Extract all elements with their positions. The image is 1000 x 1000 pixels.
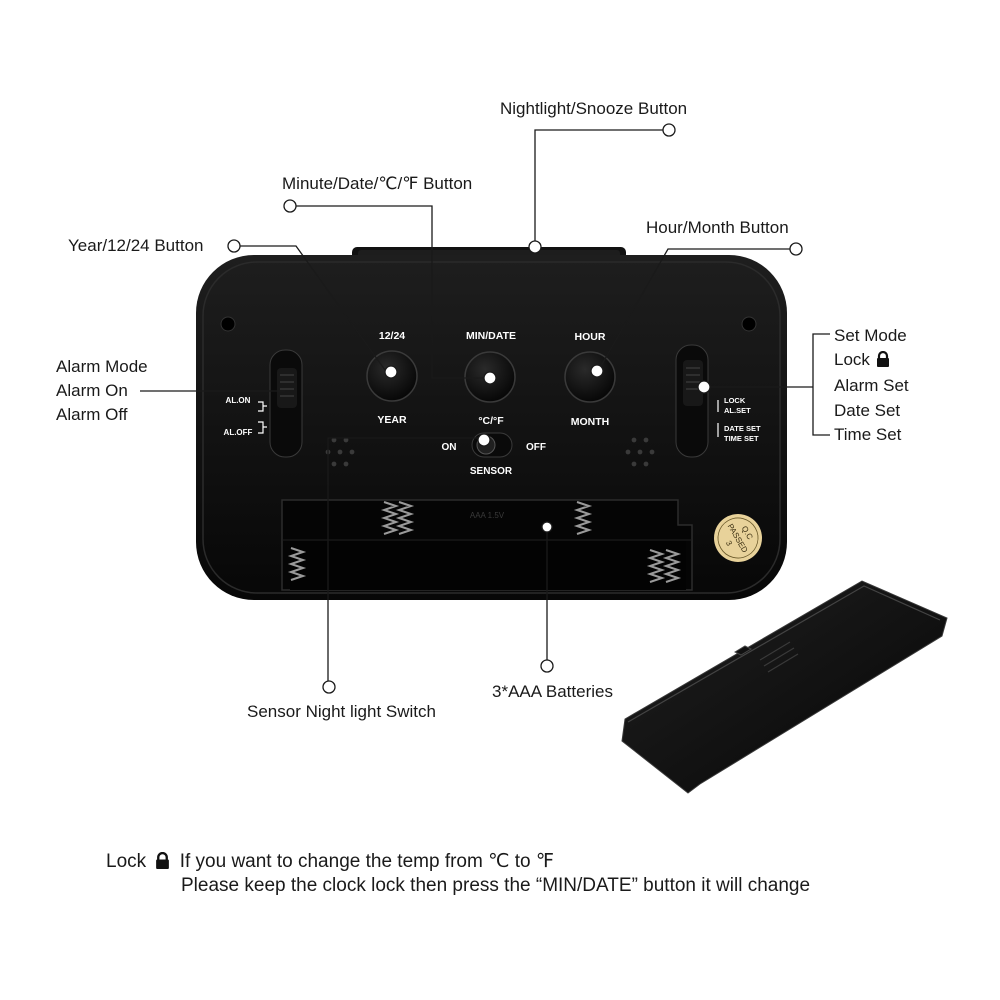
label-min-date: Minute/Date/℃/℉ Button: [282, 174, 473, 193]
qc-sticker: Q.C PASSED 3: [714, 514, 762, 562]
screw-hole-left: [220, 316, 236, 332]
lock-label: Lock: [834, 350, 870, 370]
speaker-holes-left: [325, 437, 355, 467]
time-set-label: Time Set: [834, 424, 902, 444]
alarm-mode-title: Alarm Mode: [56, 357, 148, 376]
date-set-label: Date Set: [834, 400, 901, 420]
qc-text-3: 3: [724, 539, 734, 548]
leader-snooze: [534, 129, 663, 245]
note-line-2: Please keep the clock lock then press th…: [181, 875, 811, 896]
label-sensor: Sensor Night light Switch: [247, 702, 436, 721]
switch-on-text: ON: [442, 442, 457, 453]
btn-c-f-text: °C/°F: [478, 415, 504, 427]
alarm-switch: AL.ON AL.OFF: [224, 349, 303, 458]
switch-sensor-text: SENSOR: [470, 466, 513, 477]
battery-mark-text: AAA 1.5V: [470, 511, 505, 520]
time-set-text: TIME SET: [724, 434, 759, 443]
battery-cover: [621, 580, 948, 794]
screw-hole-right: [741, 316, 757, 332]
btn-month-text: MONTH: [571, 416, 610, 428]
btn-hour-text: HOUR: [575, 331, 606, 343]
al-on-text: AL.ON: [226, 396, 251, 405]
label-snooze: Nightlight/Snooze Button: [500, 99, 688, 118]
label-batteries: 3*AAA Batteries: [492, 682, 613, 701]
set-mode-title: Set Mode: [834, 326, 907, 345]
speaker-holes-right: [625, 437, 655, 467]
alarm-mode-list: Alarm Mode Alarm On Alarm Off: [56, 355, 148, 427]
set-mode-list: Set Mode Lock Alarm Set Date Set Time Se…: [834, 324, 909, 447]
al-off-text: AL.OFF: [224, 428, 253, 437]
label-hour-month: Hour/Month Button: [646, 218, 789, 237]
lock-text: LOCK: [724, 396, 746, 405]
btn-year-text: YEAR: [377, 414, 407, 426]
leader-year: [240, 245, 386, 371]
switch-off-text: OFF: [526, 442, 546, 453]
btn-12-24-text: 12/24: [379, 330, 405, 342]
set-mode-switch: LOCK AL.SET DATE SET TIME SET: [675, 344, 761, 458]
lock-item: Lock: [834, 348, 909, 374]
note-lock-label: Lock: [106, 851, 147, 872]
leader-hour-month: [600, 248, 790, 367]
alarm-set-label: Alarm Set: [834, 376, 909, 396]
alarm-on-label: Alarm On: [56, 381, 128, 400]
date-set-text: DATE SET: [724, 424, 761, 433]
battery-compartment: AAA 1.5V: [281, 499, 693, 591]
note-lock-icon: [155, 851, 170, 875]
note-line-1: Lock If you want to change the temp from…: [106, 850, 554, 875]
leader-min-date: [296, 205, 484, 379]
lock-icon: [876, 350, 890, 374]
leader-lines: [140, 123, 830, 694]
set-mode-bracket: [812, 333, 830, 436]
label-year: Year/12/24 Button: [68, 236, 204, 255]
note-line-1-text: If you want to change the temp from ℃ to…: [179, 851, 554, 872]
btn-min-date-text: MIN/DATE: [466, 330, 516, 342]
al-set-text: AL.SET: [724, 406, 751, 415]
alarm-off-label: Alarm Off: [56, 405, 128, 424]
